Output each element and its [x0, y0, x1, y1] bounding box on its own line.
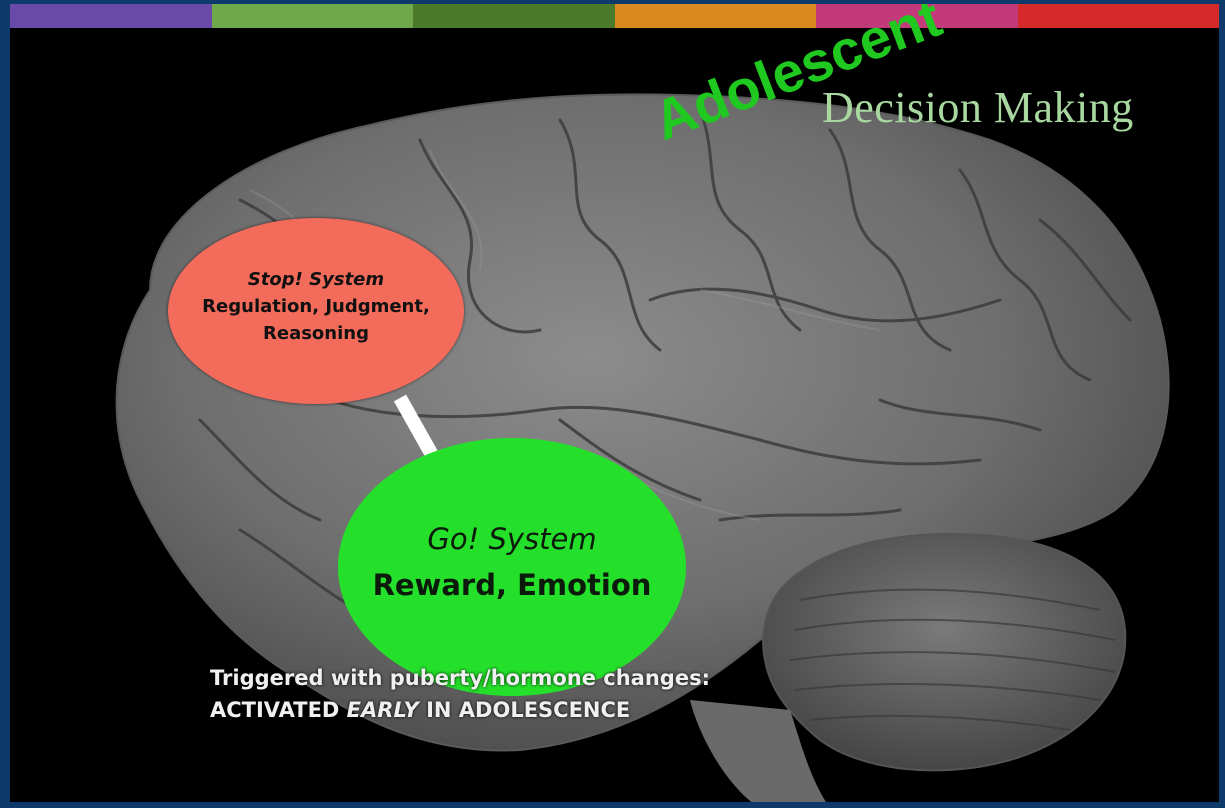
stop-system-name: Stop! System [168, 266, 464, 293]
stop-system-label: Stop! System Regulation, Judgment, Reaso… [168, 266, 464, 347]
stop-system-line1: Regulation, Judgment, [168, 293, 464, 320]
frame-border-bottom [0, 802, 1225, 808]
footnote-line2: ACTIVATED EARLY IN ADOLESCENCE [210, 694, 710, 726]
footnote: Triggered with puberty/hormone changes: … [210, 662, 710, 726]
go-system-line1: Reward, Emotion [338, 562, 686, 608]
frame-border-top [0, 0, 1225, 4]
footnote-line2-post: IN ADOLESCENCE [419, 698, 631, 722]
frame-border-left [0, 0, 10, 808]
footnote-line2-pre: ACTIVATED [210, 698, 347, 722]
footnote-line1: Triggered with puberty/hormone changes: [210, 662, 710, 694]
stop-system-line2: Reasoning [168, 320, 464, 347]
go-system-label: Go! System Reward, Emotion [338, 516, 686, 608]
frame-border-right [1219, 0, 1225, 808]
footnote-line2-em: EARLY [347, 698, 419, 722]
title-decision-making: Decision Making [822, 82, 1134, 133]
go-system-name: Go! System [338, 516, 686, 562]
